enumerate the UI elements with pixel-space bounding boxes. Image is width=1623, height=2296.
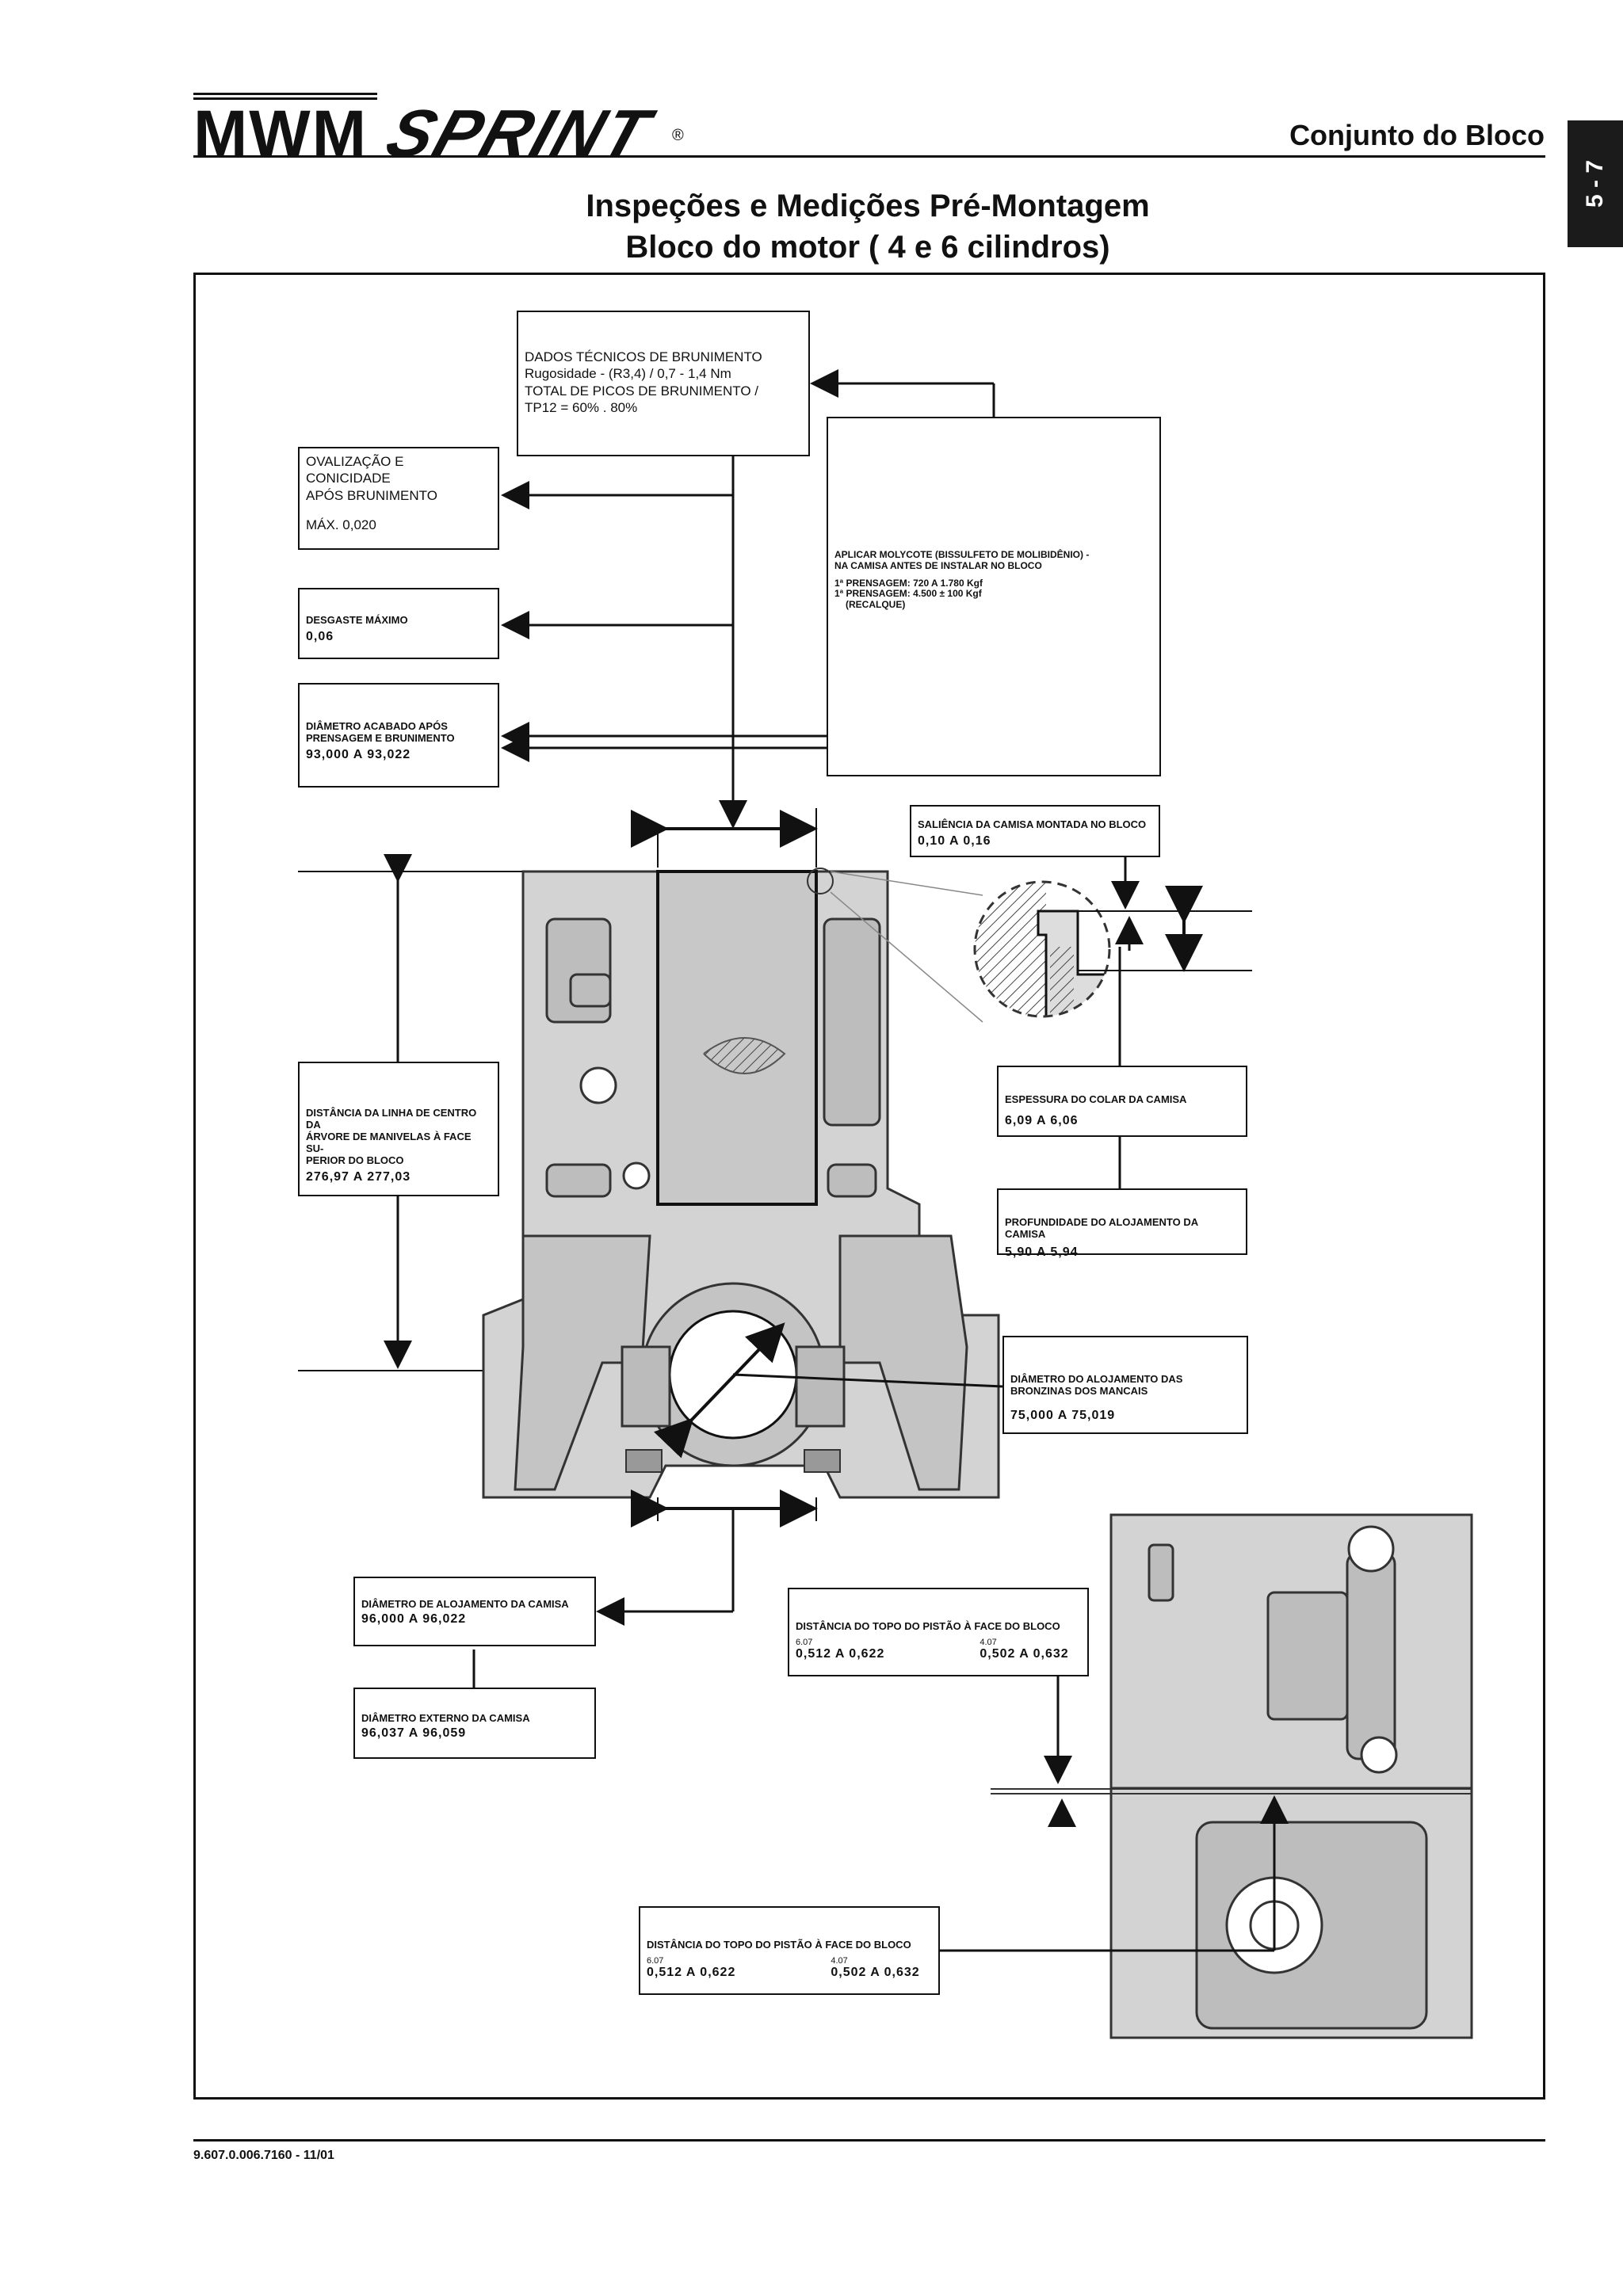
collar-thickness-label: ESPESSURA DO COLAR DA CAMISA	[1005, 1093, 1187, 1105]
piston-top-distance-label-2: DISTÂNCIA DO TOPO DO PISTÃO À FACE DO BL…	[647, 1939, 911, 1951]
section-title: Conjunto do Bloco	[1289, 119, 1545, 151]
logo-mwm-bars	[193, 90, 377, 100]
bearing-housing-box: DIÂMETRO DO ALOJAMENTO DAS BRONZINAS DOS…	[1002, 1336, 1248, 1434]
housing-depth-box: PROFUNDIDADE DO ALOJAMENTO DA CAMISA 5,9…	[997, 1188, 1247, 1259]
liner-external-diameter-value: 96,037 A 96,059	[361, 1726, 467, 1740]
liner-housing-diameter-value: 96,000 A 96,022	[361, 1611, 467, 1626]
piston-top-value-607: 0,512 A 0,622	[647, 1965, 736, 1979]
page-tab: 5 - 7	[1568, 120, 1623, 247]
piston-top-model-407: 4.07	[831, 1955, 848, 1966]
diagram-frame	[193, 273, 1545, 2100]
ovality-text: OVALIZAÇÃO E CONICIDADE APÓS BRUNIMENTO	[306, 454, 437, 503]
logo-registered-mark: ®	[672, 127, 684, 144]
piston-top-value-607: 0,512 A 0,622	[796, 1646, 885, 1661]
ovality-value: MÁX. 0,020	[306, 517, 376, 532]
honing-data-text: DADOS TÉCNICOS DE BRUNIMENTO Rugosidade …	[525, 349, 762, 415]
logo-mwm: MWM	[193, 97, 369, 170]
document-code: 9.607.0.006.7160 - 11/01	[193, 2149, 334, 2162]
finished-diameter-box: DIÂMETRO ACABADO APÓS PRENSAGEM E BRUNIM…	[298, 683, 499, 788]
piston-top-distance-box-2: DISTÂNCIA DO TOPO DO PISTÃO À FACE DO BL…	[639, 1906, 940, 1995]
crank-distance-label: DISTÂNCIA DA LINHA DE CENTRO DA ÁRVORE D…	[306, 1107, 477, 1166]
finished-diameter-label: DIÂMETRO ACABADO APÓS PRENSAGEM E BRUNIM…	[306, 720, 455, 744]
ovality-box: OVALIZAÇÃO E CONICIDADE APÓS BRUNIMENTO …	[298, 447, 499, 550]
collar-thickness-value: 6,09 A 6,06	[1005, 1113, 1079, 1127]
piston-top-model-607: 6.07	[796, 1637, 813, 1647]
crank-distance-value: 276,97 A 277,03	[306, 1169, 411, 1184]
housing-depth-value: 5,90 A 5,94	[1005, 1245, 1079, 1259]
page-subtitle: Bloco do motor ( 4 e 6 cilindros)	[625, 230, 1110, 265]
liner-protrusion-box: SALIÊNCIA DA CAMISA MONTADA NO BLOCO 0,1…	[910, 805, 1160, 857]
footer-divider	[193, 2139, 1545, 2142]
housing-depth-label: PROFUNDIDADE DO ALOJAMENTO DA CAMISA	[1005, 1216, 1198, 1240]
crank-distance-box: DISTÂNCIA DA LINHA DE CENTRO DA ÁRVORE D…	[298, 1062, 499, 1196]
piston-top-value-407: 0,502 A 0,632	[831, 1965, 920, 1979]
piston-top-model-607: 6.07	[647, 1955, 664, 1966]
piston-top-distance-label-1: DISTÂNCIA DO TOPO DO PISTÃO À FACE DO BL…	[796, 1620, 1060, 1632]
piston-top-value-407: 0,502 A 0,632	[980, 1646, 1069, 1661]
piston-top-distance-box-1: DISTÂNCIA DO TOPO DO PISTÃO À FACE DO BL…	[788, 1588, 1089, 1676]
header-divider	[193, 155, 1545, 158]
liner-housing-diameter-label: DIÂMETRO DE ALOJAMENTO DA CAMISA	[361, 1598, 569, 1610]
bearing-housing-value: 75,000 A 75,019	[1010, 1408, 1116, 1422]
finished-diameter-value: 93,000 A 93,022	[306, 747, 411, 761]
page-title: Inspeções e Medições Pré-Montagem	[586, 189, 1150, 223]
molycote-press2-note: (RECALQUE)	[846, 599, 906, 611]
max-wear-value: 0,06	[306, 629, 334, 643]
molycote-text: APLICAR MOLYCOTE (BISSULFETO DE MOLIBIDÊ…	[834, 549, 1090, 571]
liner-protrusion-value: 0,10 A 0,16	[918, 833, 991, 848]
molycote-press2: 1ª PRENSAGEM: 4.500 ± 100 Kgf	[834, 588, 982, 600]
liner-protrusion-label: SALIÊNCIA DA CAMISA MONTADA NO BLOCO	[918, 818, 1147, 830]
liner-external-diameter-box: DIÂMETRO EXTERNO DA CAMISA 96,037 A 96,0…	[353, 1688, 596, 1759]
molycote-box: APLICAR MOLYCOTE (BISSULFETO DE MOLIBIDÊ…	[827, 417, 1161, 776]
liner-detail-view	[973, 880, 1111, 1018]
max-wear-box: DESGASTE MÁXIMO 0,06	[298, 588, 499, 659]
piston-top-model-407: 4.07	[980, 1637, 997, 1647]
liner-housing-diameter-box: DIÂMETRO DE ALOJAMENTO DA CAMISA 96,000 …	[353, 1577, 596, 1646]
honing-data-box: DADOS TÉCNICOS DE BRUNIMENTO Rugosidade …	[517, 311, 810, 456]
liner-external-diameter-label: DIÂMETRO EXTERNO DA CAMISA	[361, 1712, 530, 1724]
bearing-housing-label: DIÂMETRO DO ALOJAMENTO DAS BRONZINAS DOS…	[1010, 1373, 1183, 1397]
collar-thickness-box: ESPESSURA DO COLAR DA CAMISA 6,09 A 6,06	[997, 1066, 1247, 1137]
max-wear-label: DESGASTE MÁXIMO	[306, 614, 408, 626]
molycote-press1: 1ª PRENSAGEM: 720 A 1.780 Kgf	[834, 577, 983, 589]
